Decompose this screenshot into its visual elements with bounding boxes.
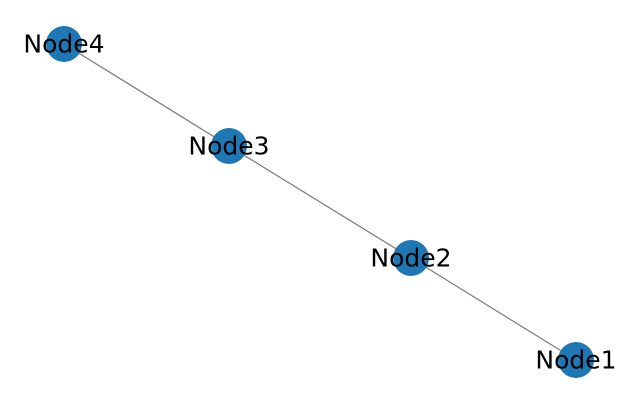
- node-node1: Node1: [535, 342, 617, 378]
- node-circle: [46, 26, 82, 62]
- edges-layer: [63, 43, 577, 361]
- node-node3: Node3: [188, 128, 270, 164]
- edge-node2-node3: [228, 145, 412, 259]
- node-label: Node3: [188, 132, 269, 161]
- node-node4: Node4: [23, 26, 105, 62]
- edge-node1-node2: [410, 257, 577, 361]
- node-label: Node2: [370, 244, 451, 273]
- node-node2: Node2: [370, 240, 452, 276]
- nodes-layer: Node1 Node2 Node3 Node4: [23, 26, 617, 378]
- node-circle: [393, 240, 429, 276]
- edge-node3-node4: [63, 43, 230, 147]
- node-circle: [558, 342, 594, 378]
- node-label: Node4: [23, 30, 104, 59]
- node-label: Node1: [535, 346, 616, 375]
- node-circle: [211, 128, 247, 164]
